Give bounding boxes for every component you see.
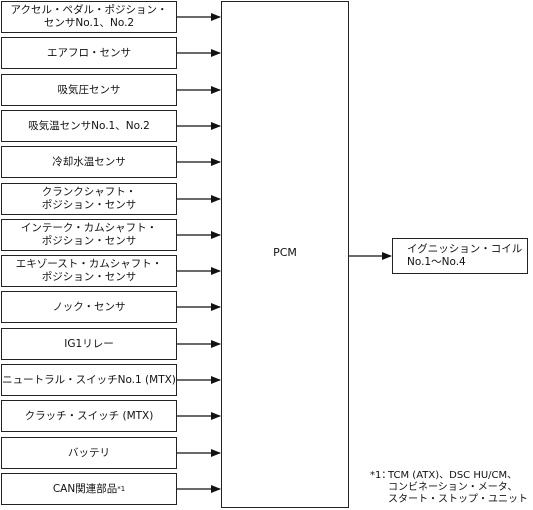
pcm-box — [221, 1, 349, 508]
input-box: エキゾースト・カムシャフト・ ポジション・センサ — [1, 255, 177, 287]
input-box: クランクシャフト・ ポジション・センサ — [1, 183, 177, 215]
input-label: IG1リレー — [64, 337, 114, 350]
input-box: CAN関連部品*1 — [1, 473, 177, 505]
input-box: インテーク・カムシャフト・ ポジション・センサ — [1, 219, 177, 251]
input-label: インテーク・カムシャフト・ ポジション・センサ — [20, 222, 158, 247]
input-box: ノック・センサ — [1, 291, 177, 323]
input-box: 冷却水温センサ — [1, 146, 177, 178]
footnote-text: TCM (ATX)、DSC HU/CM、 コンビネーション・メータ、 スタート・… — [388, 470, 528, 505]
input-box: バッテリ — [1, 437, 177, 469]
input-box: アクセル・ペダル・ポジション・ センサNo.1、No.2 — [1, 1, 177, 33]
input-box: 吸気温センサNo.1、No.2 — [1, 110, 177, 142]
input-box: ニュートラル・スイッチNo.1 (MTX) — [1, 364, 177, 396]
pcm-label: PCM — [273, 246, 297, 259]
footnote-mark: *1： — [370, 470, 392, 481]
input-label: クランクシャフト・ ポジション・センサ — [41, 186, 137, 211]
input-label: ノック・センサ — [52, 300, 126, 313]
input-label: 吸気温センサNo.1、No.2 — [28, 119, 150, 132]
input-label: 吸気圧センサ — [57, 83, 121, 96]
input-box: IG1リレー — [1, 328, 177, 360]
input-label: アクセル・ペダル・ポジション・ センサNo.1、No.2 — [10, 4, 168, 29]
ignition-coil-box: イグニッション・コイル No.1〜No.4 — [392, 238, 528, 274]
input-box: 吸気圧センサ — [1, 74, 177, 106]
input-label: クラッチ・スイッチ (MTX) — [24, 409, 154, 422]
input-label: エキゾースト・カムシャフト・ ポジション・センサ — [15, 258, 163, 283]
input-label: CAN関連部品 — [52, 482, 118, 495]
input-footnote-ref: *1 — [117, 484, 126, 493]
input-label: 冷却水温センサ — [52, 155, 126, 168]
input-label: バッテリ — [68, 446, 110, 459]
input-box: エアフロ・センサ — [1, 37, 177, 69]
input-label: ニュートラル・スイッチNo.1 (MTX) — [2, 373, 176, 386]
input-label: エアフロ・センサ — [47, 46, 131, 59]
input-box: クラッチ・スイッチ (MTX) — [1, 400, 177, 432]
